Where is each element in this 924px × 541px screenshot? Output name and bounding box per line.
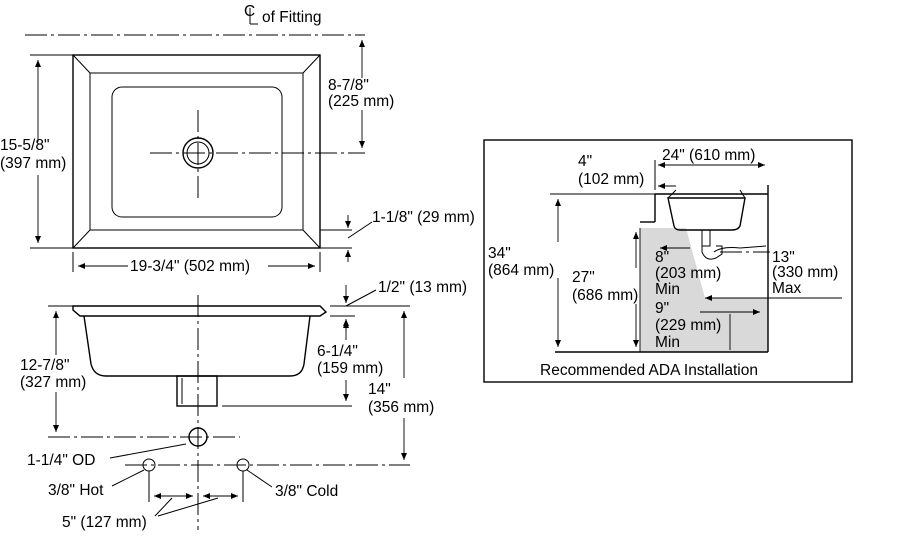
ada-counter-height-label-1: 34" xyxy=(488,245,511,262)
ada-knee-height-label-1: 27" xyxy=(572,269,595,286)
ada-upper-depth-label-1: 8" xyxy=(655,249,669,266)
basin-depth-label-1: 6-1/4" xyxy=(317,343,358,360)
drain-height-label-2: (327 mm) xyxy=(20,374,86,391)
ada-setback-label-1: 4" xyxy=(578,153,592,170)
total-height-label-2: (356 mm) xyxy=(368,399,434,416)
ada-lower-depth-label-2: (229 mm) xyxy=(655,317,721,334)
total-height-label-1: 14" xyxy=(368,381,391,398)
side-view: 1/2" (13 mm) 6-1/4" (159 mm) 14" (356 mm… xyxy=(20,279,467,531)
ada-frame xyxy=(483,139,853,383)
ada-sink-bowl xyxy=(667,197,746,231)
ada-clearance-label: 24" (610 mm) xyxy=(662,147,755,164)
ada-clearance-shading xyxy=(640,228,768,352)
ada-p-trap xyxy=(701,245,723,260)
ada-counter-height-label-2: (864 mm) xyxy=(488,262,554,279)
ada-lower-depth-label-1: 9" xyxy=(655,300,669,317)
basin-depth-label-2: (159 mm) xyxy=(317,360,383,377)
side-basin xyxy=(83,315,311,377)
ada-max-depth-label-3: Max xyxy=(772,280,802,297)
ada-max-depth-label-1: 13" xyxy=(772,249,795,266)
rim-label: 1-1/8" (29 mm) xyxy=(372,209,475,226)
sink-inner-rim xyxy=(89,72,304,231)
half-depth-label-2: (225 mm) xyxy=(328,93,394,110)
ada-panel: 24" (610 mm) 4" (102 mm) 34" (864 mm) 27… xyxy=(483,139,853,383)
cold-label: 3/8" Cold xyxy=(275,483,338,500)
sink-bowl xyxy=(111,86,283,218)
supply-spacing-label: 5" (127 mm) xyxy=(62,514,147,531)
side-rim xyxy=(72,305,328,317)
drain-height-label-1: 12-7/8" xyxy=(20,357,69,374)
ada-lower-depth-label-3: Min xyxy=(655,334,680,351)
ada-max-depth-label-2: (330 mm) xyxy=(772,264,838,281)
height-label-1: 15-5/8" xyxy=(0,137,49,154)
half-depth-label-1: 8-7/8" xyxy=(328,77,369,94)
sink-outer-rim xyxy=(72,54,321,249)
ada-title: Recommended ADA Installation xyxy=(540,362,758,379)
drain-size-label: 1-1/4" OD xyxy=(27,452,95,469)
centerline-label: of Fitting xyxy=(262,9,321,26)
side-drain-body xyxy=(176,375,218,407)
top-view: C of Fitting 15-5/8" (397 mm) xyxy=(0,3,475,275)
ada-upper-depth-label-3: Min xyxy=(655,281,680,298)
width-label: 19-3/4" (502 mm) xyxy=(130,258,250,275)
height-label-2: (397 mm) xyxy=(0,155,66,172)
ada-knee-height-label-2: (686 mm) xyxy=(572,287,638,304)
ada-upper-depth-label-2: (203 mm) xyxy=(655,265,721,282)
drain-outlet-circle xyxy=(188,427,208,447)
drain-outer xyxy=(182,137,214,169)
hot-label: 3/8" Hot xyxy=(48,482,104,499)
rim-thickness-label: 1/2" (13 mm) xyxy=(378,279,467,296)
drain-inner xyxy=(186,141,210,165)
centerline-symbol: C xyxy=(244,3,258,25)
ada-setback-label-2: (102 mm) xyxy=(578,171,644,188)
